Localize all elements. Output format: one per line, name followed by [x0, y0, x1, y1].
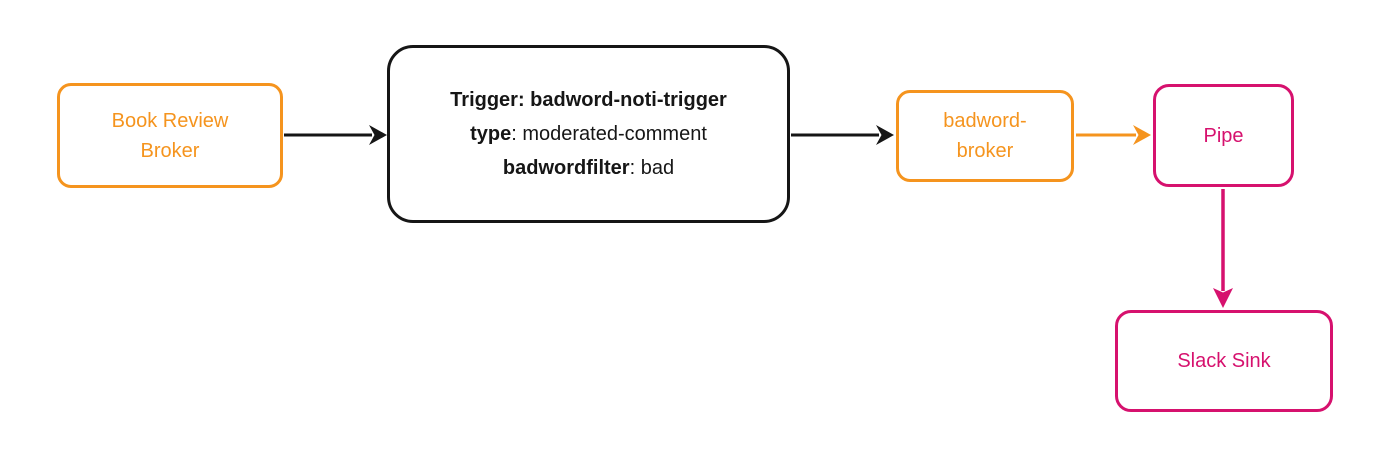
- node-pipe: Pipe: [1153, 84, 1294, 187]
- node-book-review-broker: Book Review Broker: [57, 83, 283, 188]
- node-badword-broker-label: badword-broker: [943, 110, 1027, 162]
- trigger-name-bold: Trigger: badword-noti-trigger: [450, 89, 727, 111]
- trigger-line-type: type: moderated-comment: [450, 117, 727, 151]
- trigger-line-name: Trigger: badword-noti-trigger: [450, 83, 727, 117]
- node-badword-broker: badword-broker: [896, 90, 1074, 182]
- trigger-type-value: : moderated-comment: [511, 123, 707, 145]
- arrowhead-icon: [1213, 288, 1233, 308]
- edge-badword-broker-to-pipe: [1076, 125, 1151, 145]
- node-book-review-broker-label: Book Review Broker: [111, 109, 229, 162]
- trigger-filter-value: : bad: [629, 157, 675, 179]
- arrowhead-icon: [876, 125, 894, 145]
- trigger-line-badwordfilter: badwordfilter: bad: [450, 151, 727, 185]
- edge-book-review-broker-to-trigger: [284, 125, 387, 145]
- edge-trigger-to-badword-broker: [791, 125, 894, 145]
- trigger-filter-key: badwordfilter: [502, 157, 630, 179]
- arrowhead-icon: [369, 125, 387, 145]
- node-trigger: Trigger: badword-noti-trigger type: mode…: [387, 45, 790, 223]
- trigger-type-key: type: [470, 123, 512, 145]
- edge-pipe-to-slack-sink: [1213, 189, 1233, 308]
- arrowhead-icon: [1133, 125, 1151, 145]
- node-slack-sink-label: Slack Sink: [1177, 350, 1271, 372]
- node-pipe-label: Pipe: [1203, 124, 1244, 147]
- node-slack-sink: Slack Sink: [1115, 310, 1333, 412]
- trigger-attributes: Trigger: badword-noti-trigger type: mode…: [450, 83, 727, 185]
